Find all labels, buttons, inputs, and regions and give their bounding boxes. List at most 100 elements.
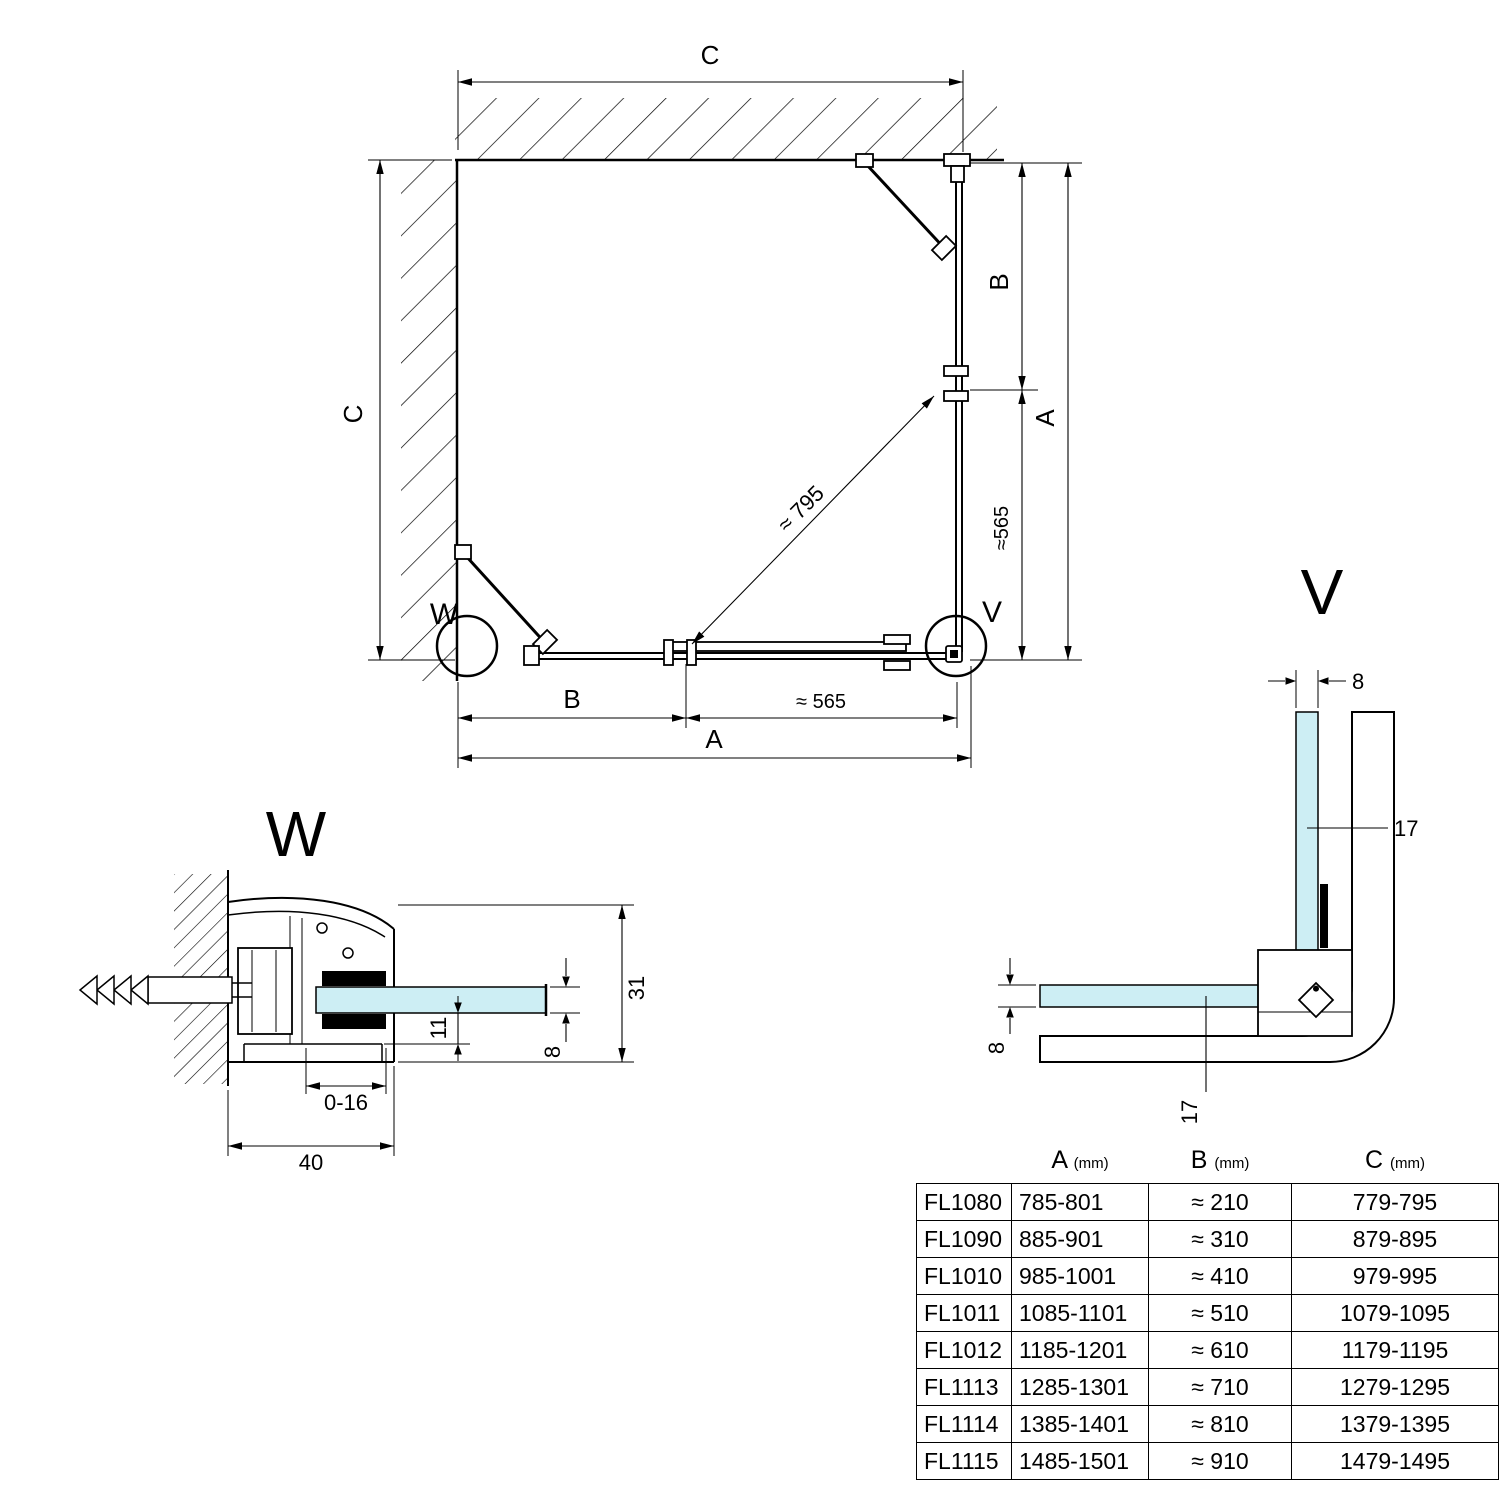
dimensions-bottom: B ≈ 565 A [457,664,972,768]
a-cell: 1185-1201 [1011,1331,1149,1369]
table-row: FL1080 785-801 ≈ 210 779-795 [916,1183,1499,1221]
right-glass-panel [943,153,971,652]
door-bottom-left-open [454,544,559,666]
table-row: FL1012 1185-1201 ≈ 610 1179-1195 [916,1331,1499,1369]
dimension-a-right: A [1030,163,1072,660]
dim-label-diagonal: ≈ 795 [772,480,829,537]
a-cell: 1385-1401 [1011,1405,1149,1443]
c-cell: 1479-1495 [1291,1442,1499,1480]
b-cell: ≈ 610 [1148,1331,1292,1369]
dimension-8-top: 8 [1268,669,1364,708]
dimension-0-16: 0-16 [305,1048,387,1115]
hinge-fitting-a [663,639,674,666]
dimension-b-right: B [970,162,1082,391]
c-cell: 979-995 [1291,1257,1499,1295]
b-cell: ≈ 910 [1148,1442,1292,1480]
door-leaf [464,554,549,647]
glass [315,986,547,1014]
detail-letter-w: W [430,598,459,631]
dimension-8-glass: 8 [540,958,580,1058]
table-row: FL1011 1085-1101 ≈ 510 1079-1095 [916,1294,1499,1332]
dimension-diagonal: ≈ 795 [691,395,935,645]
corner-profile-core [950,650,958,658]
top-wall-bracket-arm [950,165,965,183]
glass-gasket [1320,884,1328,948]
table-row: FL1010 985-1001 ≈ 410 979-995 [916,1257,1499,1295]
b-cell: ≈ 410 [1148,1257,1292,1295]
dim-label-8: 8 [540,1046,565,1058]
dim-label-17-bottom: 17 [1177,1100,1202,1124]
c-cell: 1079-1095 [1291,1294,1499,1332]
dim-label-565-bottom: ≈ 565 [796,691,846,713]
dim-label-c-top: C [701,40,720,70]
hinge-clamp-upper [943,365,969,377]
dim-label-0-16: 0-16 [324,1090,368,1115]
dim-label-a-right: A [1030,409,1060,427]
wall-plug-and-screw [78,947,293,1035]
a-cell: 785-801 [1011,1183,1149,1221]
corner-pivot-pin [1297,981,1335,1019]
detail-circle-v [924,614,988,678]
b-cell: ≈ 510 [1148,1294,1292,1332]
model-cell: FL1012 [916,1331,1012,1369]
glass-clamp-top [322,971,386,986]
detail-marker-v: V [924,596,1002,678]
dimension-table: A (mm) B (mm) C (mm) FL1080 785-801 ≈ 21… [916,1146,1499,1480]
dim-label-8-left: 8 [984,1042,1009,1054]
a-cell: 985-1001 [1011,1257,1149,1295]
panel-clamp-upper [883,634,911,645]
c-cell: 1179-1195 [1291,1331,1499,1369]
detail-marker-w: W [430,598,499,678]
table-row: FL1090 885-901 ≈ 310 879-895 [916,1220,1499,1258]
door-top-right-open [855,153,958,262]
left-wall-hatch [401,160,456,681]
detail-v-title: V [1301,556,1344,628]
a-cell: 1485-1501 [1011,1442,1149,1480]
hinge-fitting-b [686,639,697,666]
spring-symbol-b [342,947,354,959]
detail-circle-w [435,614,499,678]
a-cell: 1085-1101 [1011,1294,1149,1332]
table-row: FL1113 1285-1301 ≈ 710 1279-1295 [916,1368,1499,1406]
door-wall-fitting [855,153,874,168]
dim-label-31: 31 [624,976,649,1000]
model-cell: FL1090 [916,1220,1012,1258]
glass-panel-section [315,971,548,1029]
door-wall-fitting [454,544,472,560]
model-cell: FL1114 [916,1405,1012,1443]
top-wall-hatch [455,98,997,159]
dim-label-b-bottom: B [563,684,580,714]
spring-symbol-a [316,922,328,934]
panel-end-fitting [523,645,540,666]
hinge-clamp-lower [943,390,969,402]
dim-label-c-left: C [338,405,368,424]
table-header-b: B (mm) [1190,1146,1250,1174]
detail-w: W [78,798,649,1175]
dimension-17-right: 17 [1307,816,1418,841]
panel-clamp-lower [883,660,911,671]
dim-label-40: 40 [299,1150,323,1175]
plug-shaft [147,976,233,1004]
c-cell: 1279-1295 [1291,1368,1499,1406]
c-cell: 779-795 [1291,1183,1499,1221]
wall-hatching [401,98,1004,681]
a-cell: 1285-1301 [1011,1368,1149,1406]
dimension-565-right: ≈565 [970,390,1082,661]
sliding-door-bar [667,641,907,652]
horizontal-glass [1039,984,1265,1008]
table-header-c: C (mm) [1365,1146,1425,1174]
top-wall-bracket [943,153,971,167]
vertical-glass [1295,711,1319,981]
model-cell: FL1010 [916,1257,1012,1295]
dim-label-b-right: B [984,273,1014,290]
table-row: FL1115 1485-1501 ≈ 910 1479-1495 [916,1442,1499,1480]
c-cell: 1379-1395 [1291,1405,1499,1443]
glass-clamp-bottom [322,1014,386,1029]
b-cell: ≈ 310 [1148,1220,1292,1258]
dim-label-8-top: 8 [1352,669,1364,694]
dimension-40: 40 [227,1066,395,1175]
a-cell: 885-901 [1011,1220,1149,1258]
table-header-a: A (mm) [1051,1146,1109,1174]
